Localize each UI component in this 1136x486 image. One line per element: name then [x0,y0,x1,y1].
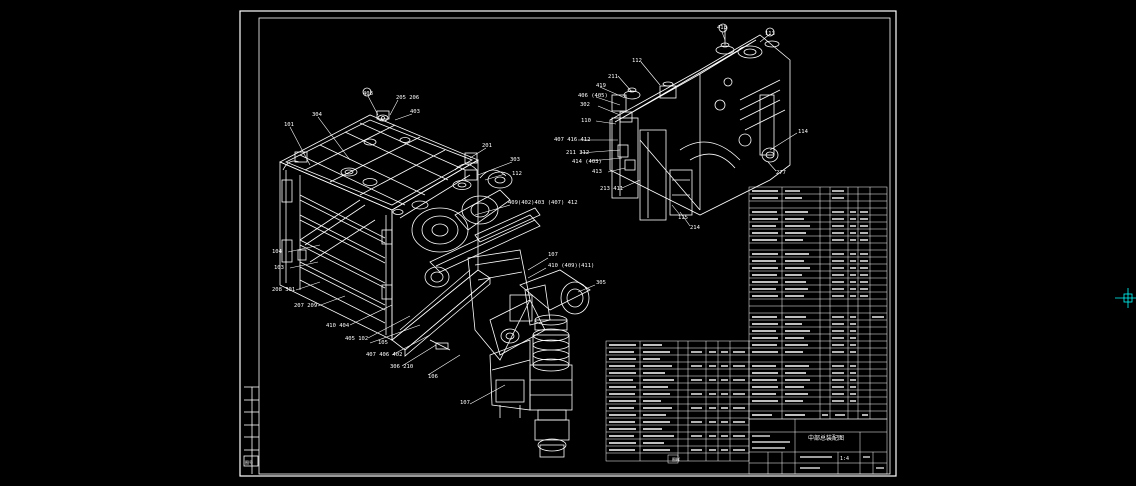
balloon-label: 211 [608,74,618,80]
leader-lines [287,31,798,405]
main-frame-assembly [279,110,541,357]
balloon-label: 101 [284,122,294,128]
balloon-label: 213 411 [600,186,623,192]
drawing-title: 中部总装配图 [808,434,844,442]
crosshair-cursor [1115,288,1136,308]
balloon-label: 115 [678,215,688,221]
balloon-label: 303 [510,157,520,163]
sheet-outer-border [239,10,897,477]
side-frame-detail-view [609,28,791,221]
balloon-label: 306 210 [390,364,413,370]
balloon-label: 409(402)403 (407) 412 [508,200,578,206]
balloon-label: 112 [512,171,522,177]
drive-column-assembly [467,249,591,458]
parts-list-table-right [748,186,888,420]
left-binding-strip [243,386,259,474]
balloon-label: 113 [765,31,775,37]
balloon-label: 407 406 402 [366,352,402,358]
title-block [748,418,888,475]
balloon-label: 403 [410,109,420,115]
balloon-label: 110 [581,118,591,124]
balloon-label: 410 (409)(411) [548,263,594,269]
balloon-label: 304 [312,112,323,118]
balloon-label: 114 [798,129,809,135]
balloon-label: 410 404 [326,323,350,329]
drawing-code: 图样 [672,456,680,462]
balloon-label: 419 [596,83,606,89]
side-strip-code: 图号 [245,459,253,465]
balloon-label: 112 [632,58,642,64]
balloon-label: 407 416 412 [554,137,590,143]
balloon-label: 105 [378,340,388,346]
sheet-inner-border [258,17,891,475]
balloon-label: 207 209 [294,303,317,309]
balloon-label: 413 [592,169,602,175]
balloon-label: 211 312 [566,150,589,156]
balloon-label: 214 [690,225,701,231]
balloon-circles [362,23,775,97]
balloon-label: 305 [596,280,606,286]
balloon-label: 106 [428,374,438,380]
balloon-label: 205 206 [396,95,419,101]
balloon-label: 406 (405) [578,93,608,99]
balloon-label: 208 301 [272,287,295,293]
balloon-label: 408 [363,91,373,97]
parts-list-table [605,340,750,464]
balloon-label: 277 [776,170,786,176]
balloon-label: 107 [548,252,558,258]
balloon-label: 405 102 [345,336,368,342]
balloon-label: 107 [460,400,470,406]
balloon-label: 302 [580,102,590,108]
balloon-label: 104 [272,249,283,255]
drawing-scale: 1:4 [840,456,849,462]
balloon-label: 103 [274,265,284,271]
balloon-label: 201 [482,143,492,149]
balloon-label: 418 [717,25,727,31]
balloon-label: 414 (403) [572,159,602,165]
